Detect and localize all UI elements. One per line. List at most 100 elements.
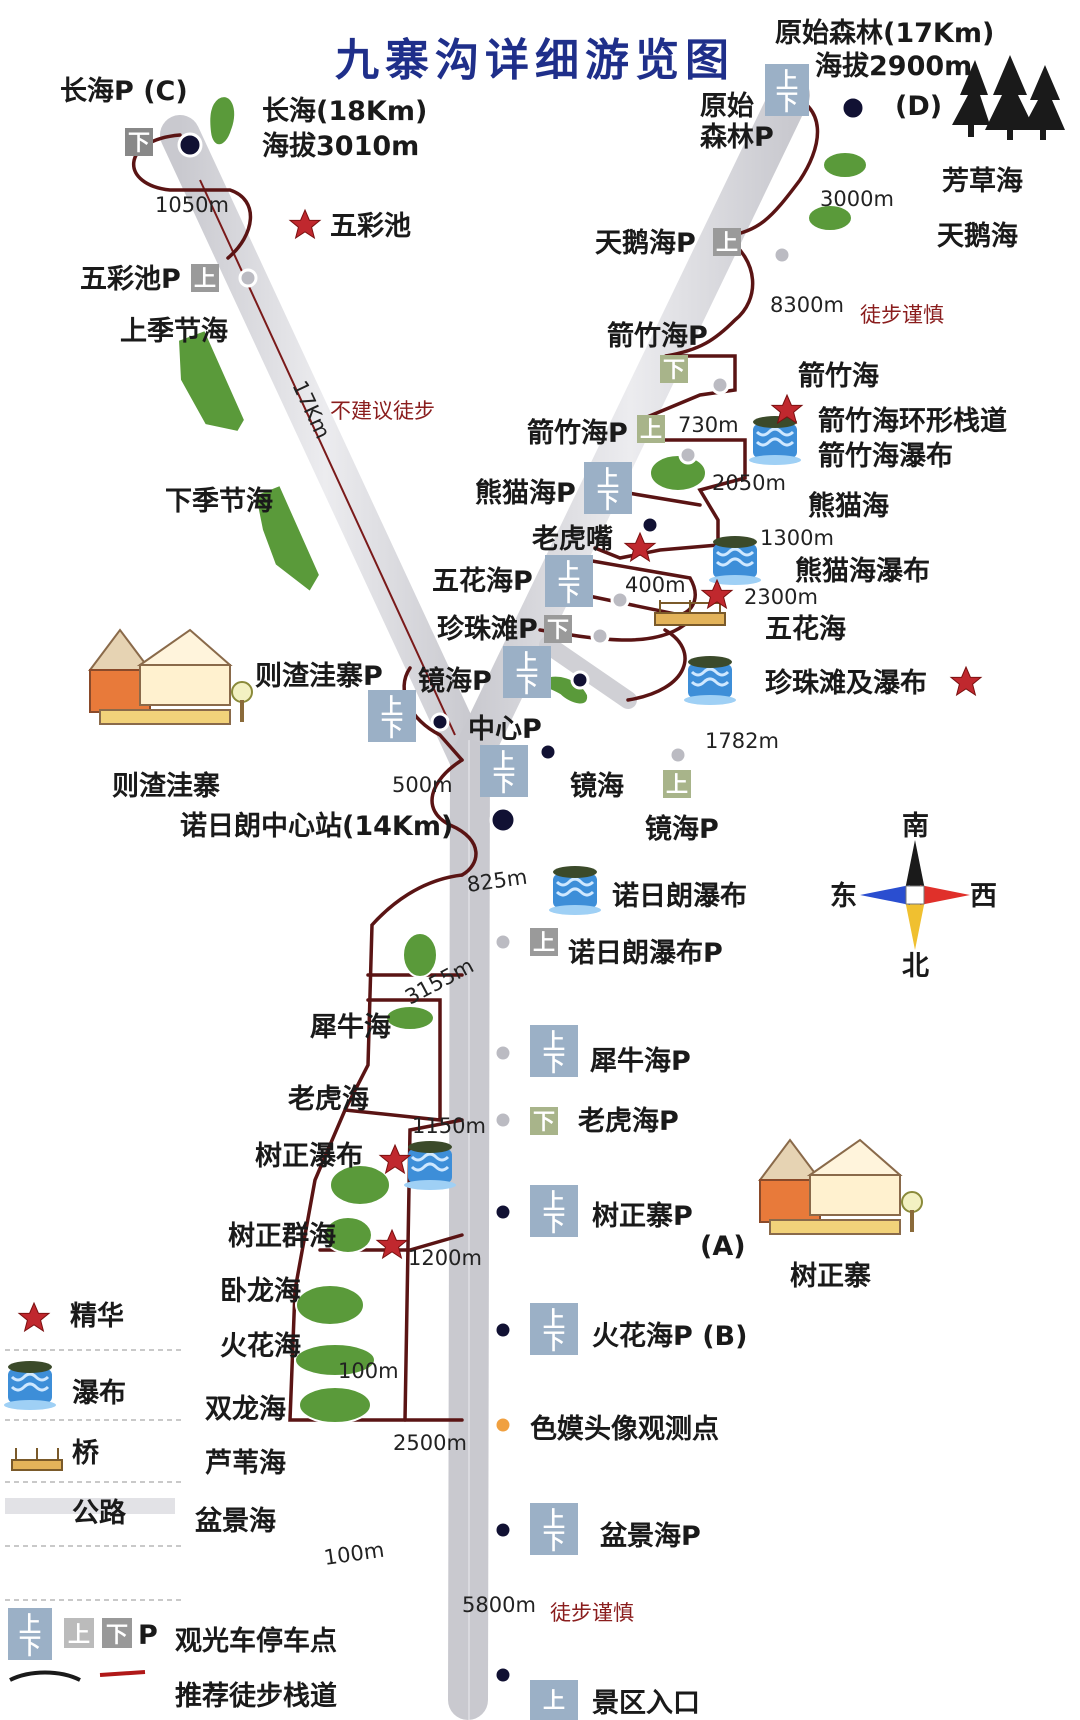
label-shuzheng-village: 树正寨 [790, 1260, 871, 1292]
label-no-hike: 不建议徒步 [330, 399, 435, 423]
signs: 下 上 上下 上 下 上 上下 上下 下 上下 上下 上下 上 上 上下 下 上… [8, 64, 809, 1720]
svg-text:下: 下 [543, 1052, 565, 1077]
stop-laohu [493, 1110, 513, 1130]
sign-xiniu-p: 上下 [530, 1025, 578, 1077]
left-road-center-line [199, 179, 456, 736]
svg-text:下: 下 [128, 131, 150, 156]
road-left-branch [160, 115, 490, 780]
trail-825 [430, 758, 478, 877]
label-dist-500: 500m [392, 773, 453, 797]
stop-xiongmao [640, 515, 660, 535]
label-zezhawa-village: 则渣洼寨 [112, 770, 220, 802]
stop-tiane [772, 245, 792, 265]
lake-luwei [294, 1343, 376, 1377]
label-dist-100b: 100m [322, 1538, 385, 1570]
svg-text:上: 上 [543, 1190, 565, 1215]
sign-nuorilang-fall-p: 上 [530, 928, 558, 956]
xiongmaohai-waterfall-icon [707, 534, 763, 587]
svg-text:上: 上 [543, 1308, 565, 1333]
label-laohuhai: 老虎海 [288, 1084, 369, 1115]
legend-trail-swatch-red [99, 1670, 146, 1677]
label-shuzhengzhai-code: (A) [700, 1231, 746, 1262]
svg-text:上: 上 [716, 231, 738, 256]
label-shuzhengzhai-p: 树正寨P [592, 1200, 693, 1232]
sign-jinghai-p1: 上下 [503, 646, 551, 698]
stop-wuhua [610, 590, 630, 610]
stop-shuzheng [493, 1202, 513, 1222]
lake-laohu [385, 1005, 435, 1031]
sign-tiane-p: 上 [713, 228, 741, 256]
sign-zezhawa-p: 上下 [368, 690, 416, 742]
svg-text:上: 上 [543, 1508, 565, 1533]
label-forest-p-2: 森林P [700, 122, 774, 153]
label-xiongmaohai-fall: 熊猫海瀑布 [795, 555, 930, 587]
svg-text:上: 上 [558, 560, 580, 585]
stop-zhongxin [538, 742, 558, 762]
svg-text:上: 上 [533, 931, 555, 956]
label-dist-730: 730m [678, 413, 739, 437]
stop-wucaichi [238, 268, 258, 288]
label-dist-5800: 5800m [462, 1593, 536, 1617]
road-trunk [448, 740, 490, 1720]
sign-wuhua-p: 上下 [545, 555, 593, 607]
label-wucaichi: 五彩池 [330, 211, 411, 242]
label-xiniuhai: 犀牛海 [310, 1012, 391, 1043]
label-xiajijie: 下季节海 [165, 486, 273, 517]
label-dist-1200: 1200m [408, 1246, 482, 1270]
stop-jinghai1 [570, 670, 590, 690]
label-nuorilang-center: 诺日朗中心站(14Km) [180, 811, 453, 842]
label-shuzheng-qunhai: 树正群海 [228, 1221, 336, 1252]
svg-text:上: 上 [543, 1689, 565, 1714]
sign-penjing-p: 上下 [530, 1503, 578, 1555]
svg-text:下: 下 [106, 1623, 128, 1648]
label-seamo: 色嫫头像观测点 [530, 1413, 719, 1445]
legend-sign-up: 上 [64, 1618, 94, 1648]
svg-text:上: 上 [640, 418, 662, 443]
compass-icon [860, 840, 970, 950]
label-wucaichi-p: 五彩池P [80, 264, 181, 295]
compass-north: 北 [902, 951, 929, 982]
label-hike-caution-top: 徒步谨慎 [860, 303, 944, 327]
labels: 九寨沟详细游览图 长海P (C) 长海(18Km) 海拔3010m 1050m … [60, 17, 1023, 1719]
label-dist-2500: 2500m [393, 1431, 467, 1455]
zhenzhutan-star-icon [950, 666, 982, 696]
trail-laohu [343, 998, 442, 1122]
label-jinghai: 镜海 [570, 771, 624, 802]
label-xiniuhai-p: 犀牛海P [590, 1046, 691, 1077]
label-jinghai-p2: 镜海P [645, 814, 719, 845]
svg-text:上: 上 [543, 1030, 565, 1055]
label-zezhawa-p: 则渣洼寨P [255, 660, 383, 692]
label-laohuhai-p: 老虎海P [578, 1106, 679, 1137]
lake-huohua [323, 1216, 373, 1254]
label-wolonghai: 卧龙海 [220, 1276, 301, 1307]
nuorilang-waterfall-icon [547, 864, 603, 917]
svg-text:上: 上 [776, 69, 798, 94]
label-zhongxin-p: 中心P [468, 714, 542, 745]
label-forest-alt: 海拔2900m [815, 51, 972, 82]
label-wuhuahai-p: 五花海P [432, 566, 533, 597]
svg-text:下: 下 [19, 1635, 41, 1660]
lake-changhai [208, 95, 237, 147]
label-dist-2050: 2050m [712, 471, 786, 495]
sign-jinghai-p2: 上 [663, 770, 691, 798]
label-forest-code: (D) [895, 91, 942, 122]
label-jianzhuhai: 箭竹海 [798, 360, 879, 392]
label-jianzhuhai-loop: 箭竹海环形栈道 [818, 405, 1007, 437]
label-dist-1300: 1300m [760, 526, 834, 550]
label-penjinghai-p: 盆景海P [600, 1520, 701, 1552]
lake-penjing [298, 1386, 372, 1424]
svg-text:下: 下 [543, 1330, 565, 1355]
legend-trail-swatch [9, 1670, 81, 1682]
stop-entrance [493, 1665, 513, 1685]
label-dist-8300: 8300m [770, 293, 844, 317]
label-zhenzhutan-fall: 珍珠滩及瀑布 [765, 667, 927, 699]
label-huohuahai: 火花海 [220, 1331, 301, 1362]
svg-text:下: 下 [663, 358, 685, 383]
stop-seamo [493, 1415, 513, 1435]
svg-text:下: 下 [516, 673, 538, 698]
lake-tiane [807, 204, 853, 232]
legend-road: 公路 [72, 1497, 127, 1529]
trail-tiane [664, 235, 755, 358]
svg-text:下: 下 [547, 618, 569, 643]
lake-xiniu [402, 932, 438, 978]
